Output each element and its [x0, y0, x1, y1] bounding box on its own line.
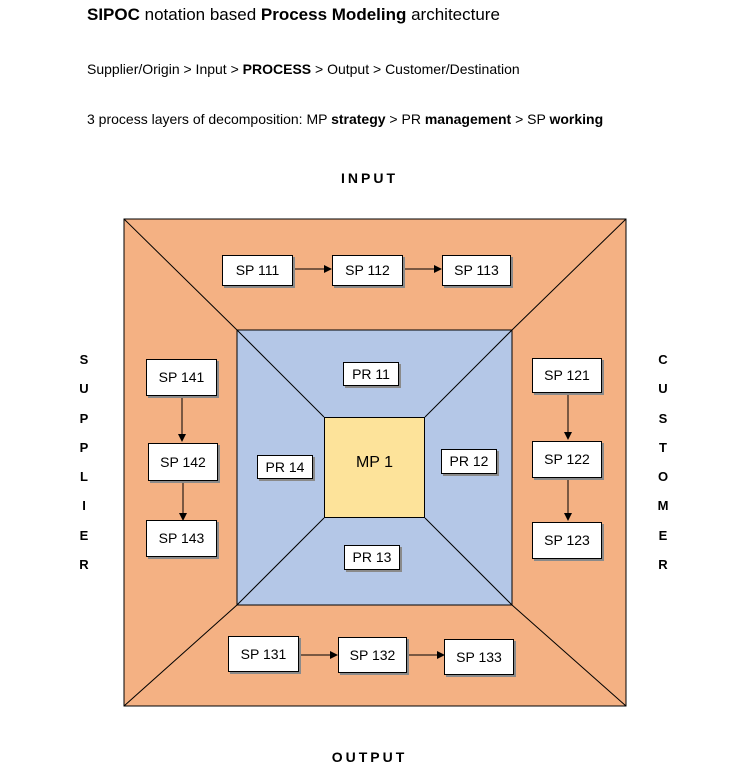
customer-letter: T: [659, 439, 667, 455]
sp-132-box: SP 132: [338, 637, 407, 673]
text-run: Supplier/Origin > Input >: [87, 61, 243, 77]
sp-121-box: SP 121: [532, 358, 602, 393]
supplier-letter: R: [79, 557, 89, 573]
text-run: SIPOC: [87, 5, 140, 24]
customer-letter: E: [658, 527, 668, 543]
diagonal-line: [236, 329, 325, 418]
supplier-letter: P: [79, 439, 89, 455]
supplier-letter: P: [79, 410, 89, 426]
pr-11-box: PR 11: [343, 362, 399, 386]
page-title: SIPOC notation based Process Modeling ar…: [87, 5, 500, 25]
pr-13-box: PR 13: [344, 545, 400, 570]
sp-133-box: SP 133: [444, 639, 514, 675]
customer-letter: C: [658, 352, 668, 367]
sp-112-box: SP 112: [332, 255, 403, 286]
diagonal-line: [511, 218, 627, 331]
sipoc-sequence-line: Supplier/Origin > Input > PROCESS > Outp…: [87, 61, 520, 77]
text-run: working: [549, 111, 604, 127]
sp-122-box: SP 122: [532, 441, 602, 478]
diagonal-line: [123, 604, 238, 707]
sp-141-box: SP 141: [146, 359, 217, 396]
text-run: Process Modeling: [260, 5, 407, 24]
supplier-letter: E: [79, 527, 89, 543]
diagonal-line: [424, 517, 513, 606]
output-label: OUTPUT: [331, 749, 408, 765]
sp-142-box: SP 142: [148, 443, 218, 481]
layers-description-line: 3 process layers of decomposition: MP st…: [87, 111, 603, 127]
mp-1-box: MP 1: [324, 417, 425, 518]
sp-131-box: SP 131: [228, 636, 299, 672]
sp-111-box: SP 111: [222, 255, 293, 286]
text-run: 3 process layers of decomposition: MP: [87, 111, 332, 127]
sp-123-box: SP 123: [532, 522, 602, 559]
supplier-letter: U: [79, 381, 89, 397]
diagonal-line: [424, 329, 513, 418]
sp-113-box: SP 113: [442, 255, 511, 286]
text-run: > SP: [511, 111, 550, 127]
text-run: notation based: [139, 5, 261, 24]
customer-letter: O: [657, 469, 669, 485]
customer-letter: M: [657, 498, 669, 514]
customer-letter: S: [658, 410, 668, 426]
customer-letter: U: [658, 381, 668, 397]
text-run: strategy: [331, 111, 386, 127]
supplier-letter: S: [79, 352, 89, 367]
supplier-label: S U P P L I E R: [74, 345, 94, 579]
text-run: PROCESS: [242, 61, 312, 77]
pr-12-box: PR 12: [441, 449, 497, 474]
customer-label: C U S T O M E R: [653, 345, 673, 579]
text-run: architecture: [406, 5, 500, 24]
diagonal-line: [511, 604, 627, 707]
supplier-letter: L: [80, 469, 88, 485]
diagonal-line: [236, 517, 325, 606]
text-run: management: [424, 111, 512, 127]
supplier-letter: I: [82, 498, 86, 514]
customer-letter: R: [658, 557, 668, 573]
sp-143-box: SP 143: [146, 520, 217, 557]
diagonal-line: [123, 218, 238, 331]
input-label: INPUT: [341, 170, 398, 186]
text-run: > Output > Customer/Destination: [311, 61, 520, 77]
pr-14-box: PR 14: [257, 455, 313, 479]
text-run: > PR: [385, 111, 425, 127]
